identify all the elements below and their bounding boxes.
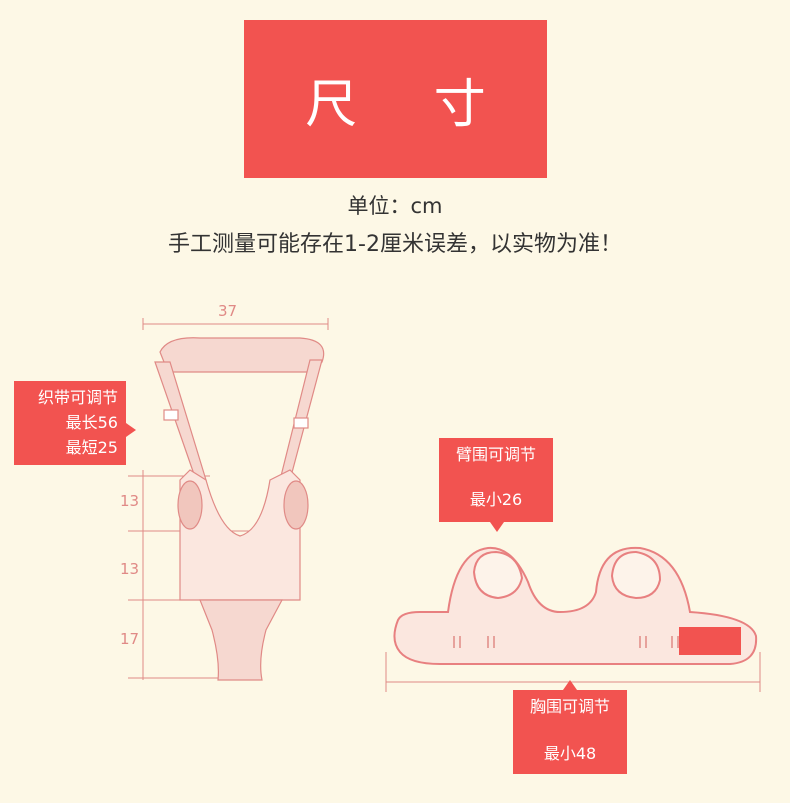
harness-illustration <box>154 337 325 681</box>
arm-adjust-tag: 臂围可调节 最小26 <box>439 438 553 522</box>
segment-1-label: 13 <box>120 492 140 510</box>
unit-label: 单位：cm <box>347 194 443 218</box>
title-banner: 尺 寸 <box>244 20 547 178</box>
chest-tag-min: 最小48 <box>543 744 597 763</box>
arm-tag-min: 最小26 <box>469 490 523 509</box>
arm-tag-spacer <box>439 467 553 487</box>
arm-tag-title: 臂围可调节 <box>455 445 536 464</box>
strap-tag-min: 最短25 <box>65 438 118 457</box>
chest-tag-spacer <box>513 719 627 741</box>
chest-tag-title: 胸围可调节 <box>529 697 610 716</box>
strap-tag-max: 最长56 <box>65 413 118 432</box>
chest-tag-arrow <box>563 680 577 690</box>
page-title: 尺 寸 <box>305 74 516 135</box>
chest-adjust-tag: 胸围可调节 最小48 <box>513 690 627 774</box>
strap-tag-arrow <box>126 423 136 437</box>
arm-tag-arrow <box>490 522 504 532</box>
width-label: 37 <box>218 302 238 320</box>
strap-tag-title: 织带可调节 <box>37 388 118 407</box>
width-dimension-line <box>142 318 329 330</box>
measurement-note: 手工测量可能存在1-2厘米误差，以实物为准！ <box>168 232 622 257</box>
strap-adjust-tag: 织带可调节 最长56 最短25 <box>14 381 126 465</box>
segment-3-label: 17 <box>120 630 140 648</box>
segment-2-label: 13 <box>120 560 140 578</box>
chest-strap-illustration <box>393 546 758 665</box>
